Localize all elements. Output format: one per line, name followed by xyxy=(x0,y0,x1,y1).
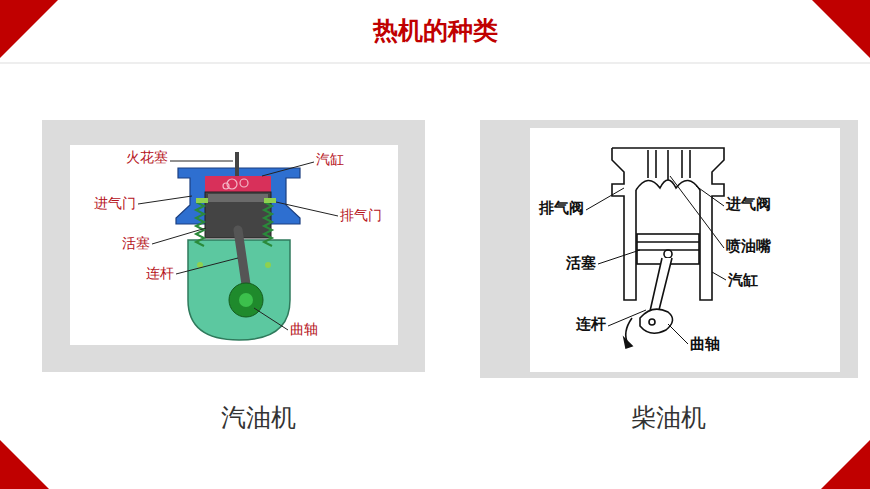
panel xyxy=(480,120,858,378)
corner-mark xyxy=(812,0,870,58)
part-label: 排气门 xyxy=(340,208,382,223)
part-label: 进气阀 xyxy=(726,196,771,213)
separator xyxy=(0,62,870,64)
figure-caption: 柴油机 xyxy=(631,404,706,432)
part-label: 连杆 xyxy=(576,316,606,333)
part-label: 进气门 xyxy=(94,196,136,211)
corner-mark xyxy=(0,0,58,58)
part-label: 火花塞 xyxy=(126,150,168,165)
part-label: 喷油嘴 xyxy=(726,238,771,255)
image-area xyxy=(530,128,840,372)
part-label: 排气阀 xyxy=(539,200,584,217)
corner-mark xyxy=(821,440,870,489)
diesel-engine xyxy=(586,148,726,348)
part-label: 连杆 xyxy=(146,266,174,281)
part-label: 汽缸 xyxy=(728,272,758,289)
part-label: 汽缸 xyxy=(316,152,344,167)
part-label: 曲轴 xyxy=(690,336,720,353)
panel xyxy=(42,120,425,372)
gasoline-engine xyxy=(138,152,338,340)
part-label: 活塞 xyxy=(122,236,150,251)
part-label: 活塞 xyxy=(566,255,596,272)
part-label: 曲轴 xyxy=(290,322,318,337)
image-area xyxy=(70,145,398,345)
corner-mark xyxy=(0,440,49,489)
figure-caption: 汽油机 xyxy=(221,404,296,432)
slide-title: 热机的种类 xyxy=(0,14,870,47)
